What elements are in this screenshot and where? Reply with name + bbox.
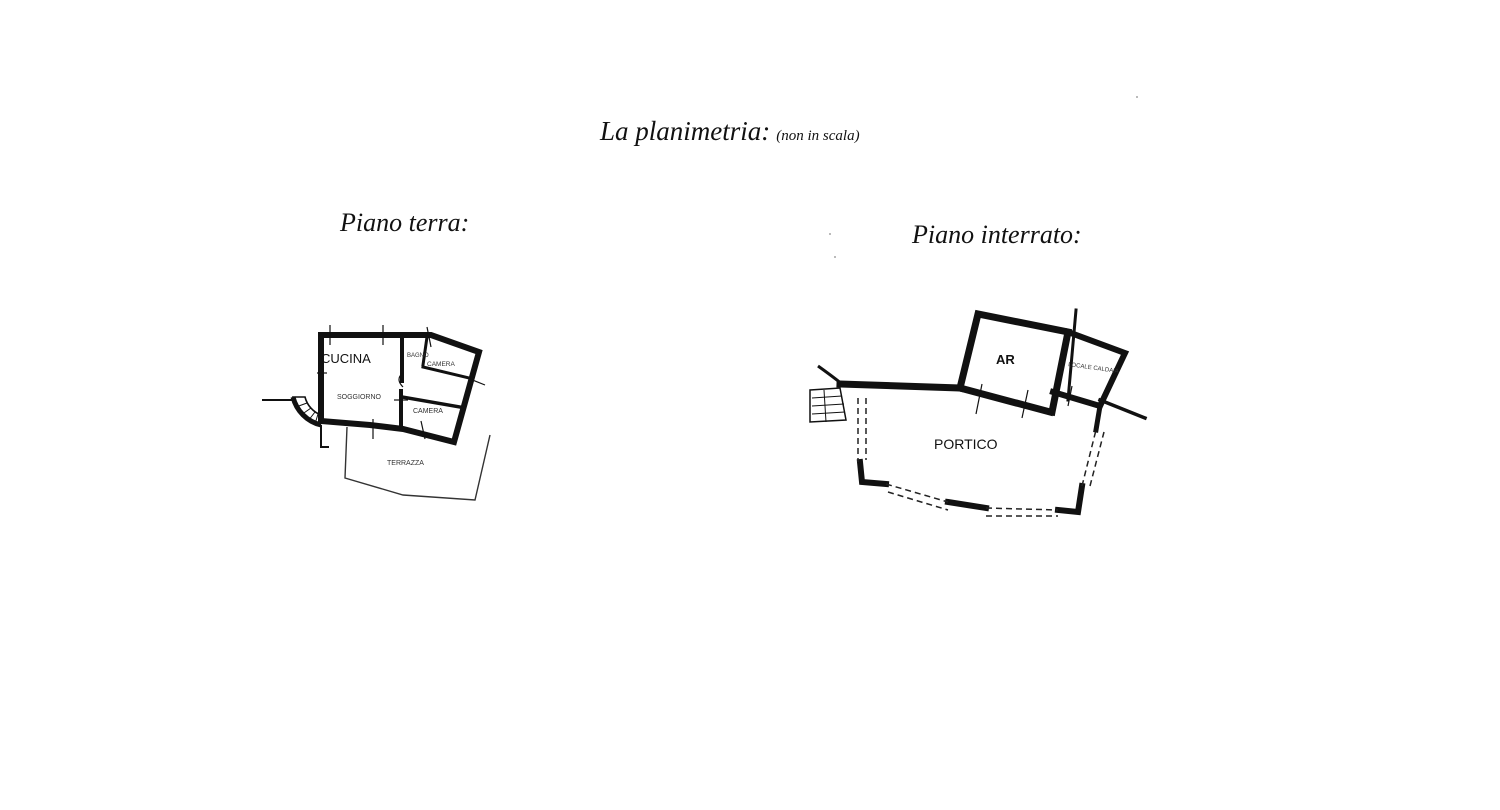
page-title: La planimetria: (non in scala) bbox=[600, 116, 860, 147]
basement-plan: AR LOCALE CALDAIA PORTICO bbox=[809, 308, 1148, 517]
scale-note: (non in scala) bbox=[776, 128, 860, 144]
scan-speck bbox=[834, 256, 836, 258]
basement-walls bbox=[836, 308, 1148, 516]
page-title-text: La planimetria: bbox=[600, 116, 771, 146]
ground-floor-openings bbox=[317, 325, 486, 440]
scan-speck bbox=[1136, 96, 1138, 98]
ground-floor-title: Piano terra: bbox=[340, 208, 470, 237]
bedroom-1-label: CAMERA bbox=[427, 361, 455, 368]
boiler-label: LOCALE CALDAIA bbox=[1068, 362, 1119, 375]
bath-label: BAGNO bbox=[407, 353, 429, 359]
terrace-label: TERRAZZA bbox=[387, 460, 424, 467]
bedroom-2-label: CAMERA bbox=[413, 408, 443, 415]
scan-speck bbox=[829, 233, 831, 235]
basement-openings bbox=[975, 383, 1073, 419]
ground-floor-walls bbox=[262, 332, 483, 446]
ground-floor-plan: CUCINA SOGGIORNO BAGNO CAMERA CAMERA TER… bbox=[262, 325, 491, 501]
kitchen-label: CUCINA bbox=[321, 351, 371, 366]
basement-title: Piano interrato: bbox=[912, 220, 1082, 249]
living-label: SOGGIORNO bbox=[337, 394, 382, 401]
spiral-staircase bbox=[290, 396, 329, 448]
terrace-outline bbox=[344, 426, 491, 501]
storage-label: AR bbox=[996, 352, 1015, 367]
porch-label: PORTICO bbox=[934, 436, 998, 452]
porch-dashed-outline bbox=[857, 398, 1105, 517]
basement-stair bbox=[809, 364, 847, 423]
